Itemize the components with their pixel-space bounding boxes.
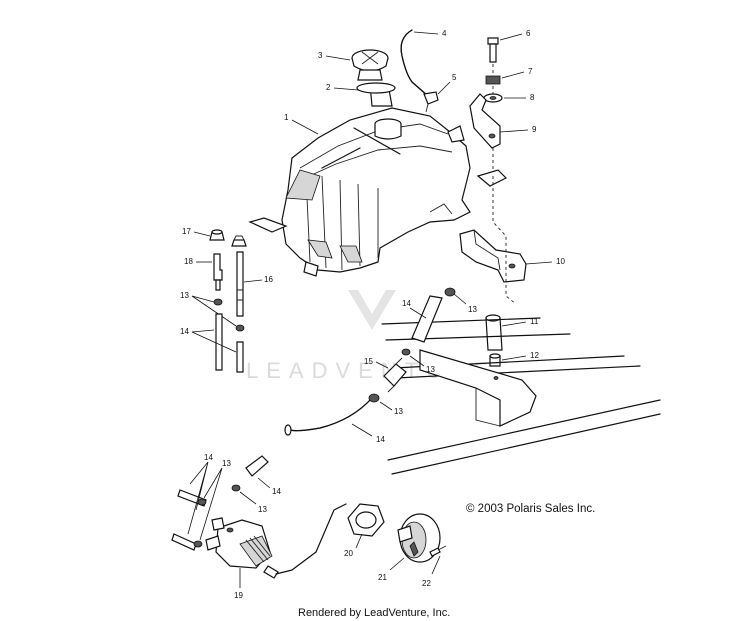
label-22: 22 bbox=[422, 579, 431, 588]
callout-1[interactable]: 1 bbox=[284, 113, 319, 135]
vent-hose[interactable] bbox=[400, 29, 429, 97]
callout-13-lower[interactable]: 13 bbox=[379, 401, 403, 416]
callout-14-pump-right[interactable]: 14 bbox=[257, 477, 281, 496]
support-axis bbox=[492, 176, 517, 305]
callout-9[interactable]: 9 bbox=[499, 125, 537, 134]
label-13-lower: 13 bbox=[394, 407, 403, 416]
fuel-pump[interactable] bbox=[205, 517, 279, 579]
callout-12[interactable]: 12 bbox=[501, 351, 539, 361]
callout-6[interactable]: 6 bbox=[499, 29, 531, 41]
fill-neck-nut[interactable] bbox=[347, 503, 385, 537]
callout-21[interactable]: 21 bbox=[378, 557, 405, 582]
bolt[interactable] bbox=[487, 37, 499, 63]
callout-13-upper[interactable]: 13 bbox=[453, 293, 477, 314]
mounting-bracket[interactable] bbox=[469, 93, 501, 149]
fuel-line-left[interactable] bbox=[215, 313, 244, 373]
label-5: 5 bbox=[452, 73, 457, 82]
tank-support[interactable] bbox=[459, 229, 527, 283]
copyright-notice: © 2003 Polaris Sales Inc. bbox=[466, 503, 595, 515]
label-11: 11 bbox=[530, 317, 539, 326]
hose-clamp-lower[interactable] bbox=[368, 393, 380, 403]
callout-7[interactable]: 7 bbox=[501, 67, 533, 79]
fuel-hose-lower[interactable] bbox=[284, 397, 373, 436]
label-14-upper: 14 bbox=[402, 299, 411, 308]
callout-10[interactable]: 10 bbox=[525, 257, 565, 266]
label-15: 15 bbox=[364, 357, 373, 366]
callout-13-left[interactable]: 13 bbox=[180, 291, 237, 327]
label-14-pump: 14 bbox=[204, 453, 213, 462]
callout-2[interactable]: 2 bbox=[326, 83, 359, 92]
label-14-lower: 14 bbox=[376, 435, 385, 444]
label-13-left: 13 bbox=[180, 291, 189, 300]
callout-13-filter[interactable]: 13 bbox=[409, 355, 435, 374]
fuel-hose-upper[interactable] bbox=[411, 295, 443, 343]
label-6: 6 bbox=[526, 29, 531, 38]
label-19: 19 bbox=[234, 591, 243, 600]
callout-5[interactable]: 5 bbox=[437, 73, 457, 95]
cap-screw[interactable] bbox=[429, 545, 447, 557]
vent-fitting[interactable] bbox=[423, 91, 439, 113]
label-13-upper: 13 bbox=[468, 305, 477, 314]
label-13-filter: 13 bbox=[426, 365, 435, 374]
fitting-cap[interactable] bbox=[209, 229, 225, 241]
callout-19[interactable]: 19 bbox=[234, 568, 243, 600]
label-12: 12 bbox=[530, 351, 539, 360]
fuel-tank[interactable] bbox=[248, 107, 508, 277]
hose-clamp-upper[interactable] bbox=[444, 287, 456, 297]
fuel-cap[interactable] bbox=[351, 49, 389, 81]
fitting-nut[interactable] bbox=[231, 235, 247, 247]
callout-16[interactable]: 16 bbox=[243, 275, 273, 284]
frame-rail bbox=[381, 317, 661, 475]
callout-20[interactable]: 20 bbox=[344, 533, 363, 558]
label-13-pump: 13 bbox=[222, 459, 231, 468]
label-7: 7 bbox=[528, 67, 533, 76]
label-16: 16 bbox=[264, 275, 273, 284]
label-20: 20 bbox=[344, 549, 353, 558]
label-2: 2 bbox=[326, 83, 331, 92]
label-9: 9 bbox=[532, 125, 537, 134]
label-10: 10 bbox=[556, 257, 565, 266]
callout-22[interactable]: 22 bbox=[422, 555, 441, 588]
label-14-left: 14 bbox=[180, 327, 189, 336]
callout-17[interactable]: 17 bbox=[182, 227, 211, 237]
label-1: 1 bbox=[284, 113, 289, 122]
callout-15[interactable]: 15 bbox=[364, 357, 389, 369]
label-17: 17 bbox=[182, 227, 191, 236]
pump-clamps[interactable] bbox=[193, 484, 241, 548]
callout-14-upper[interactable]: 14 bbox=[402, 299, 427, 319]
gas-cap[interactable] bbox=[397, 513, 441, 563]
fitting-clamp-left[interactable] bbox=[213, 298, 245, 332]
fuel-filter[interactable] bbox=[383, 357, 407, 393]
label-3: 3 bbox=[318, 51, 323, 60]
callout-8[interactable]: 8 bbox=[504, 93, 535, 102]
label-14-pump-right: 14 bbox=[272, 487, 281, 496]
callout-14-lower[interactable]: 14 bbox=[351, 423, 385, 444]
footer-credit: Rendered by LeadVenture, Inc. bbox=[298, 607, 450, 619]
callout-14-left[interactable]: 14 bbox=[180, 327, 237, 353]
callout-3[interactable]: 3 bbox=[318, 51, 351, 61]
callout-18[interactable]: 18 bbox=[184, 257, 212, 266]
bushing[interactable] bbox=[489, 353, 501, 367]
callout-4[interactable]: 4 bbox=[413, 29, 447, 38]
pump-vent-hose[interactable] bbox=[275, 503, 347, 575]
lock-nut[interactable] bbox=[485, 75, 501, 85]
filter-clamp[interactable] bbox=[401, 348, 411, 356]
fuel-pickup-tube[interactable] bbox=[236, 251, 244, 317]
callout-13-pump-right[interactable]: 13 bbox=[239, 491, 267, 514]
label-8: 8 bbox=[530, 93, 535, 102]
label-18: 18 bbox=[184, 257, 193, 266]
label-13-pump-right: 13 bbox=[258, 505, 267, 514]
label-21: 21 bbox=[378, 573, 387, 582]
callout-13-pump[interactable]: 13 bbox=[199, 459, 231, 541]
o-ring[interactable] bbox=[356, 82, 396, 94]
washer[interactable] bbox=[483, 93, 503, 103]
fuel-valve-fitting[interactable] bbox=[213, 253, 223, 291]
callout-11[interactable]: 11 bbox=[501, 317, 539, 327]
label-4: 4 bbox=[442, 29, 447, 38]
callout-14-pump[interactable]: 14 bbox=[187, 453, 213, 535]
